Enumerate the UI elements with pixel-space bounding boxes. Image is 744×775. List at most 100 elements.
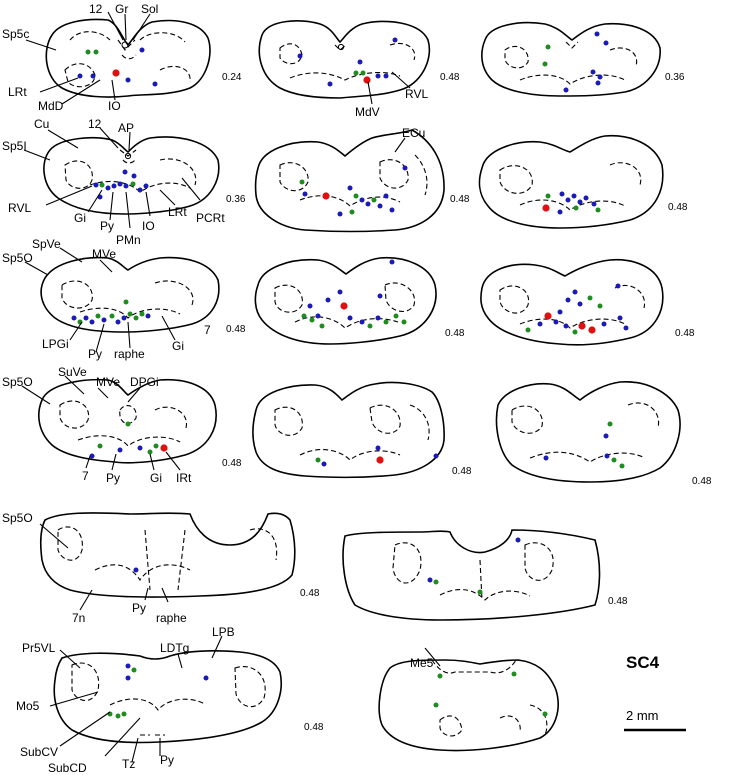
section-value: 0.48	[304, 722, 324, 733]
label-Sp5O: Sp5O	[2, 375, 33, 389]
label-raphe: raphe	[156, 611, 187, 625]
label-Tz: Tz	[122, 757, 135, 771]
marker-dots	[525, 283, 629, 335]
marker-dots	[107, 663, 209, 719]
section-value: 0.48	[300, 588, 320, 599]
section-value: 0.48	[440, 72, 460, 83]
label-Gi: Gi	[74, 211, 86, 225]
scale-bar: 2 mm	[624, 708, 686, 732]
label-Sp5O: Sp5O	[2, 511, 33, 525]
section-value: 0.48	[452, 466, 472, 477]
section-4: Cu 12 AP Sp5I RVL Gi Py PMn IO LRt PCRt …	[2, 117, 246, 247]
section-12: 0.48	[495, 381, 712, 487]
marker-dots	[297, 37, 398, 87]
label-Gi: Gi	[150, 471, 162, 485]
label-Sp5I: Sp5I	[2, 139, 27, 153]
label-Py: Py	[160, 753, 174, 767]
section-value: 0.48	[450, 194, 470, 205]
label-PMn: PMn	[116, 233, 141, 247]
label-MVe: MVe	[96, 375, 120, 389]
figure-id: SC4	[626, 653, 660, 672]
marker-dots	[89, 421, 168, 459]
section-value: 0.36	[226, 194, 246, 205]
label-Me5: Me5	[410, 656, 434, 670]
marker-dots	[433, 671, 548, 717]
section-13: Sp5O 7n Py raphe 0.48	[2, 511, 320, 625]
section-9: 0.48	[480, 258, 695, 346]
section-value: 0.48	[692, 476, 712, 487]
marker-dots	[77, 47, 158, 87]
section-value: 0.48	[222, 458, 242, 469]
label-7: 7	[82, 469, 89, 483]
label-RVL: RVL	[405, 87, 428, 101]
label-SuVe: SuVe	[58, 365, 87, 379]
label-Pr5VL: Pr5VL	[22, 641, 56, 655]
label-Cu: Cu	[34, 117, 49, 131]
marker-dots	[133, 567, 139, 573]
label-SubCD: SubCD	[48, 761, 87, 775]
marker-dots	[542, 191, 601, 215]
label-7: 7	[204, 323, 211, 337]
section-value: 0.48	[608, 596, 628, 607]
section-2: RVL MdV 0.48	[258, 20, 460, 119]
label-IO: IO	[142, 219, 155, 233]
marker-dots	[542, 31, 609, 93]
label-Py: Py	[132, 601, 146, 615]
section-6: 0.48	[478, 134, 688, 229]
label-LRt: LRt	[8, 85, 27, 99]
section-7: SpVe MVe Sp5O LPGi Py raphe Gi 7 0.48	[2, 237, 246, 361]
label-MdV: MdV	[355, 105, 380, 119]
label-Py: Py	[88, 347, 102, 361]
label-12: 12	[88, 117, 102, 131]
section-value: 0.36	[665, 72, 685, 83]
section-16: Me5	[378, 647, 559, 752]
label-IO: IO	[108, 99, 121, 113]
section-value: 0.48	[445, 328, 465, 339]
marker-dots	[71, 299, 151, 325]
marker-dots	[299, 165, 408, 217]
label-IRt: IRt	[176, 471, 192, 485]
section-value: 0.24	[222, 72, 242, 83]
section-14: 0.48	[342, 529, 628, 621]
label-LRt: LRt	[168, 205, 187, 219]
section-value: 0.48	[668, 202, 688, 213]
label-12: 12	[89, 2, 103, 16]
section-3: 0.36	[481, 21, 685, 97]
section-8: 0.48	[254, 256, 465, 345]
label-Sp5O: Sp5O	[2, 251, 33, 265]
section-value: 0.48	[226, 324, 246, 335]
label-Py: Py	[100, 219, 114, 233]
label-AP: AP	[118, 121, 134, 135]
label-Sp5c: Sp5c	[2, 27, 29, 41]
marker-dots	[427, 537, 521, 595]
label-Gr: Gr	[115, 2, 128, 16]
label-Gi: Gi	[172, 339, 184, 353]
label-Mo5: Mo5	[16, 699, 40, 713]
label-LPGi: LPGi	[42, 337, 69, 351]
section-1: 12 Gr Sol Sp5c LRt MdD IO 0.24	[2, 2, 242, 113]
label-LDTg: LDTg	[160, 641, 189, 655]
label-LPB: LPB	[212, 625, 235, 639]
scale-bar-label: 2 mm	[626, 708, 659, 723]
marker-dots	[543, 421, 625, 469]
label-MVe: MVe	[92, 247, 116, 261]
marker-dots	[315, 445, 439, 467]
label-SpVe: SpVe	[32, 237, 61, 251]
label-MdD: MdD	[38, 99, 64, 113]
label-ECu: ECu	[402, 126, 425, 140]
section-5: ECu 0.48	[254, 126, 470, 233]
label-PCRt: PCRt	[196, 211, 225, 225]
section-value: 0.48	[675, 328, 695, 339]
section-15: Pr5VL LDTg LPB Mo5 SubCV SubCD Tz Py 0.4…	[16, 625, 324, 775]
label-Sol: Sol	[141, 2, 158, 16]
label-raphe: raphe	[114, 347, 145, 361]
label-RVL: RVL	[8, 201, 31, 215]
label-DPGi: DPGi	[130, 375, 159, 389]
marker-dots	[301, 259, 407, 329]
label-7n: 7n	[72, 611, 85, 625]
section-11: 0.48	[252, 381, 472, 479]
label-Py: Py	[106, 471, 120, 485]
marker-dots	[93, 169, 149, 200]
section-10: Sp5O SuVe MVe DPGi 7 Py Gi IRt 0.48	[2, 365, 242, 485]
